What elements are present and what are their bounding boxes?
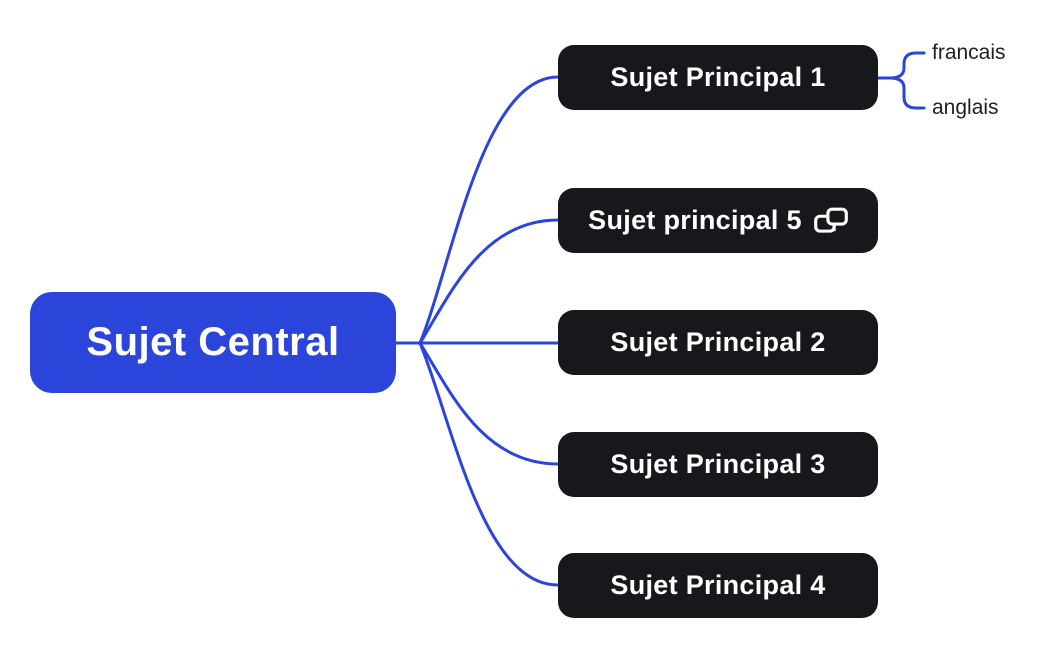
- main-topic-node-2[interactable]: Sujet Principal 2: [558, 310, 878, 375]
- subtopic-label-francais[interactable]: francais: [932, 41, 1006, 64]
- main-topic-label: Sujet Principal 1: [610, 62, 826, 92]
- main-topic-label: Sujet Principal 3: [610, 449, 826, 479]
- main-topic-node-1[interactable]: Sujet Principal 1: [558, 45, 878, 110]
- main-topic-label: Sujet Principal 2: [610, 327, 826, 357]
- connector-central-to-n3: [418, 341, 560, 466]
- main-topic-label: Sujet principal 5: [588, 205, 802, 235]
- main-topic-node-5[interactable]: Sujet principal 5: [558, 188, 878, 253]
- connector-central-to-n1: [418, 75, 560, 345]
- connector-n1-to-anglais: [876, 76, 926, 110]
- connector-n1-to-francais: [876, 51, 926, 80]
- subtopic-label-anglais[interactable]: anglais: [932, 96, 999, 119]
- main-topic-label: Sujet Principal 4: [610, 570, 826, 600]
- connector-central-to-n5: [418, 218, 560, 345]
- link-icon[interactable]: [813, 207, 848, 234]
- connector-central-to-n4: [418, 341, 560, 587]
- main-topic-node-3[interactable]: Sujet Principal 3: [558, 432, 878, 497]
- central-topic-label: Sujet Central: [86, 320, 340, 364]
- central-topic-node[interactable]: Sujet Central: [30, 292, 396, 393]
- main-topic-node-4[interactable]: Sujet Principal 4: [558, 553, 878, 618]
